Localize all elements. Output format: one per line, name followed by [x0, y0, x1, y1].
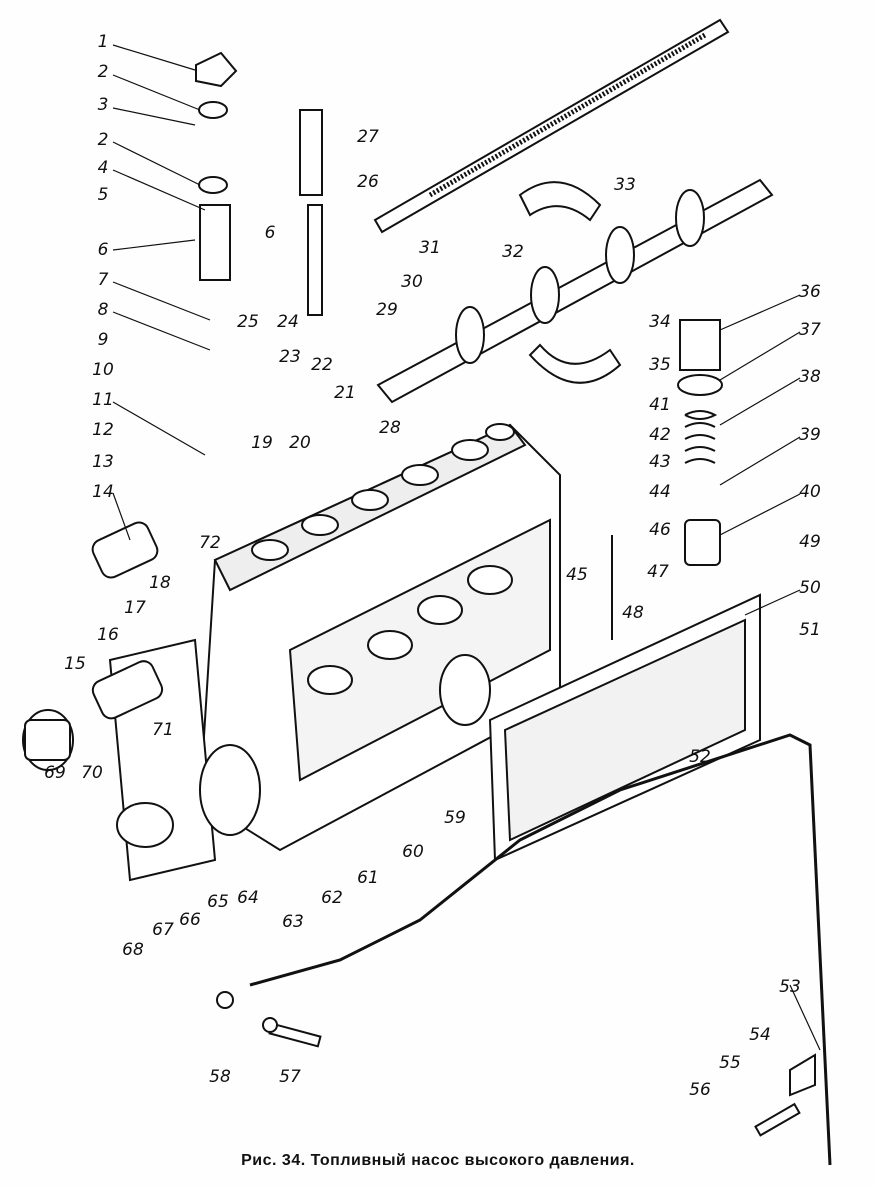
part-label-11: 11	[92, 390, 114, 410]
side-cover	[488, 593, 761, 862]
fittings	[22, 51, 723, 771]
part-label-40: 40	[799, 482, 821, 502]
part-label-5: 5	[97, 185, 109, 205]
camshaft	[376, 178, 774, 404]
part-label-32: 32	[502, 242, 524, 262]
part-label-69: 69	[44, 763, 66, 783]
part-label-63: 63	[282, 912, 304, 932]
part-label-31: 31	[419, 238, 441, 258]
part-label-53: 53	[779, 977, 801, 997]
part-label-55: 55	[719, 1053, 741, 1073]
part-label-23: 23	[279, 347, 301, 367]
part-label-37: 37	[799, 320, 821, 340]
part-label-65: 65	[207, 892, 229, 912]
part-label-67: 67	[152, 920, 174, 940]
part-label-59: 59	[444, 808, 466, 828]
bearing-cap-lower	[528, 343, 622, 384]
part-label-43: 43	[649, 452, 671, 472]
part-label-33: 33	[614, 175, 636, 195]
part-label-42: 42	[649, 425, 671, 445]
part-label-30: 30	[401, 272, 423, 292]
part-label-46: 46	[649, 520, 671, 540]
part-label-72: 72	[199, 533, 221, 553]
part-label-7: 7	[97, 270, 109, 290]
part-label-2: 2	[97, 130, 109, 150]
bearing-cap-upper	[518, 181, 602, 222]
part-label-22: 22	[311, 355, 333, 375]
part-label-60: 60	[402, 842, 424, 862]
bolts	[216, 991, 816, 1137]
part-label-66: 66	[179, 910, 201, 930]
part-label-27: 27	[357, 127, 379, 147]
part-label-18: 18	[149, 573, 171, 593]
part-label-4: 4	[97, 158, 109, 178]
part-label-9: 9	[97, 330, 109, 350]
part-label-13: 13	[92, 452, 114, 472]
part-label-34: 34	[649, 312, 671, 332]
part-label-50: 50	[799, 578, 821, 598]
part-label-8: 8	[97, 300, 109, 320]
part-label-35: 35	[649, 355, 671, 375]
part-label-15: 15	[64, 654, 86, 674]
part-label-64: 64	[237, 888, 259, 908]
part-label-49: 49	[799, 532, 821, 552]
part-label-14: 14	[92, 482, 114, 502]
part-label-17: 17	[124, 598, 146, 618]
part-label-24: 24	[277, 312, 299, 332]
part-label-25: 25	[237, 312, 259, 332]
part-label-19: 19	[251, 433, 273, 453]
part-label-2: 2	[97, 62, 109, 82]
part-label-3: 3	[97, 95, 109, 115]
part-label-20: 20	[289, 433, 311, 453]
part-label-6: 6	[264, 223, 276, 243]
part-label-54: 54	[749, 1025, 771, 1045]
part-label-29: 29	[376, 300, 398, 320]
part-label-45: 45	[566, 565, 588, 585]
part-label-61: 61	[357, 868, 379, 888]
part-label-16: 16	[97, 625, 119, 645]
pump-body	[198, 423, 561, 852]
part-label-70: 70	[81, 763, 103, 783]
part-label-1: 1	[97, 32, 109, 52]
part-label-44: 44	[649, 482, 671, 502]
part-label-6: 6	[97, 240, 109, 260]
oil-tube	[249, 733, 832, 1166]
part-label-26: 26	[357, 172, 379, 192]
part-label-56: 56	[689, 1080, 711, 1100]
part-label-57: 57	[279, 1067, 301, 1087]
part-label-10: 10	[92, 360, 114, 380]
part-label-58: 58	[209, 1067, 231, 1087]
control-rack	[373, 18, 730, 234]
part-label-12: 12	[92, 420, 114, 440]
part-label-21: 21	[334, 383, 356, 403]
part-label-28: 28	[379, 418, 401, 438]
part-label-36: 36	[799, 282, 821, 302]
part-label-62: 62	[321, 888, 343, 908]
part-label-68: 68	[122, 940, 144, 960]
leader-lines	[112, 44, 821, 1051]
part-label-71: 71	[152, 720, 174, 740]
part-label-51: 51	[799, 620, 821, 640]
part-label-52: 52	[689, 747, 711, 767]
part-label-38: 38	[799, 367, 821, 387]
part-label-39: 39	[799, 425, 821, 445]
part-label-47: 47	[647, 562, 669, 582]
part-label-41: 41	[649, 395, 671, 415]
part-label-48: 48	[622, 603, 644, 623]
figure-caption: Рис. 34. Топливный насос высокого давлен…	[241, 1152, 635, 1169]
